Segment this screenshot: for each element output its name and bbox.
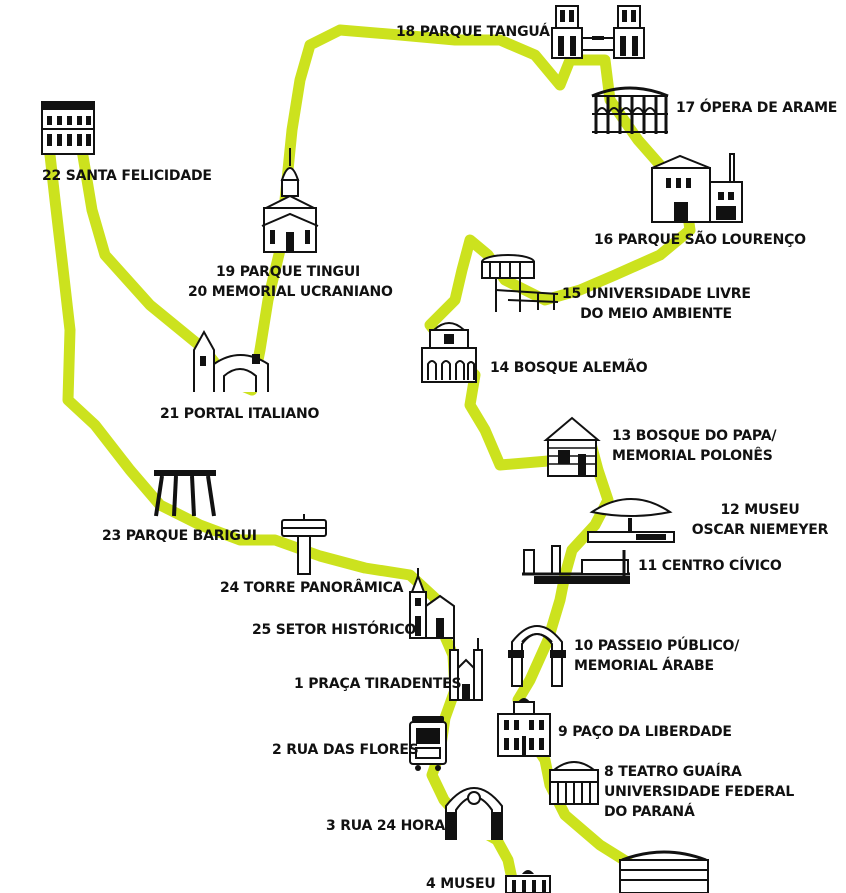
historic-church-icon bbox=[409, 568, 455, 639]
label-parque-sao-lourenco[interactable]: 16 PARQUE SÃO LOURENÇO bbox=[594, 232, 806, 248]
label-parque-tingui-memorial-ucraniano[interactable]: 19 PARQUE TINGUI 20 MEMORIAL UCRANIANO bbox=[188, 264, 393, 300]
label-museu-oscar-niemeyer[interactable]: 12 MUSEU OSCAR NIEMEYER bbox=[691, 502, 829, 538]
label-bosque-alemao[interactable]: 14 BOSQUE ALEMÃO bbox=[490, 360, 648, 376]
civic-center-icon bbox=[522, 545, 630, 584]
label-paco-da-liberdade[interactable]: 9 PAÇO DA LIBERDADE bbox=[558, 724, 732, 740]
palace-icon bbox=[497, 698, 551, 757]
tram-icon bbox=[409, 716, 447, 771]
label-rua-24-horas[interactable]: 3 RUA 24 HORAS bbox=[326, 818, 455, 834]
label-santa-felicidade[interactable]: 22 SANTA FELICIDADE bbox=[42, 168, 212, 184]
opera-icon bbox=[591, 86, 669, 134]
townhouse-icon bbox=[41, 101, 95, 155]
label-portal-italiano[interactable]: 21 PORTAL ITALIANO bbox=[160, 406, 320, 422]
eye-museum-icon bbox=[587, 498, 675, 543]
arch-gate-icon bbox=[508, 625, 566, 687]
label-parque-tangua[interactable]: 18 PARQUE TANGUÁ bbox=[396, 24, 550, 40]
panoramic-tower-icon bbox=[281, 514, 327, 575]
modern-building-icon bbox=[619, 850, 709, 893]
label-passeio-publico[interactable]: 10 PASSEIO PÚBLICO/ MEMORIAL ÁRABE bbox=[574, 638, 740, 674]
label-bosque-do-papa[interactable]: 13 BOSQUE DO PAPA/ MEMORIAL POLONÊS bbox=[612, 428, 777, 464]
label-setor-historico[interactable]: 25 SETOR HISTÓRICO bbox=[252, 622, 417, 638]
ukrainian-church-icon bbox=[261, 148, 319, 253]
label-universidade-livre[interactable]: 15 UNIVERSIDADE LIVRE DO MEIO AMBIENTE bbox=[562, 286, 751, 322]
portal-icon bbox=[193, 329, 269, 392]
label-parque-barigui[interactable]: 23 PARQUE BARIGUI bbox=[102, 528, 257, 544]
label-museu[interactable]: 4 MUSEU bbox=[426, 876, 496, 892]
tower-ramp-icon bbox=[481, 254, 559, 312]
german-house-icon bbox=[421, 322, 477, 383]
label-praca-tiradentes[interactable]: 1 PRAÇA TIRADENTES bbox=[294, 676, 462, 692]
label-centro-civico[interactable]: 11 CENTRO CÍVICO bbox=[638, 558, 782, 574]
factory-icon bbox=[651, 153, 743, 223]
log-cabin-icon bbox=[543, 416, 601, 477]
theater-icon bbox=[549, 761, 599, 805]
museum-icon bbox=[505, 870, 551, 893]
label-teatro-guaira[interactable]: 8 TEATRO GUAÍRA UNIVERSIDADE FEDERAL DO … bbox=[604, 764, 795, 820]
cathedral-icon bbox=[449, 638, 483, 701]
pergola-icon bbox=[154, 470, 216, 517]
arch-gallery-icon bbox=[445, 787, 503, 840]
twin-towers-icon bbox=[551, 5, 645, 59]
label-torre-panoramica[interactable]: 24 TORRE PANORÂMICA bbox=[220, 580, 404, 596]
label-rua-das-flores[interactable]: 2 RUA DAS FLORES bbox=[272, 742, 419, 758]
label-opera-de-arame[interactable]: 17 ÓPERA DE ARAME bbox=[676, 100, 838, 116]
